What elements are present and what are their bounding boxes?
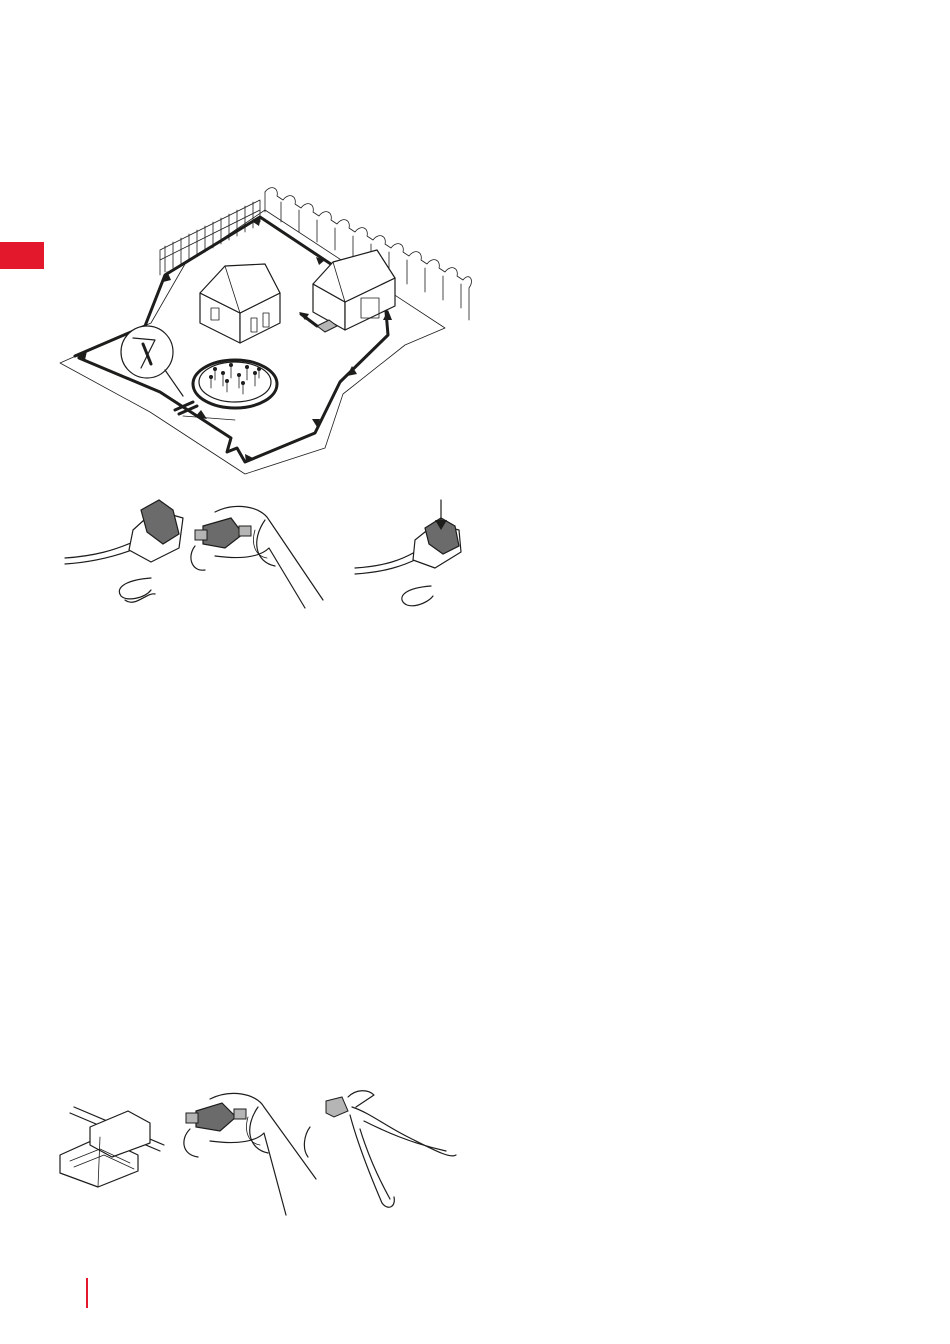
connector-step-2 bbox=[191, 506, 323, 608]
connector-steps-figure bbox=[55, 490, 475, 620]
lawn-outline bbox=[60, 210, 445, 474]
house bbox=[200, 264, 280, 343]
boundary-wire bbox=[75, 217, 388, 462]
left-fence bbox=[160, 200, 260, 275]
splice-step-2 bbox=[184, 1093, 316, 1215]
splice-step-3 bbox=[304, 1091, 456, 1208]
connector-step-1 bbox=[65, 500, 183, 602]
detail-callout bbox=[121, 326, 183, 396]
connector-step-3 bbox=[355, 500, 461, 606]
splice-steps-figure bbox=[50, 1085, 470, 1220]
footer-rule bbox=[86, 1278, 88, 1308]
wire-arrow bbox=[245, 454, 255, 463]
language-tab bbox=[0, 242, 44, 269]
splice-steps-drawing bbox=[50, 1085, 470, 1220]
connector-steps-drawing bbox=[55, 490, 475, 620]
garden-layout-figure bbox=[55, 180, 475, 480]
garden-layout-drawing bbox=[55, 180, 475, 480]
splice-step-1 bbox=[60, 1107, 164, 1187]
